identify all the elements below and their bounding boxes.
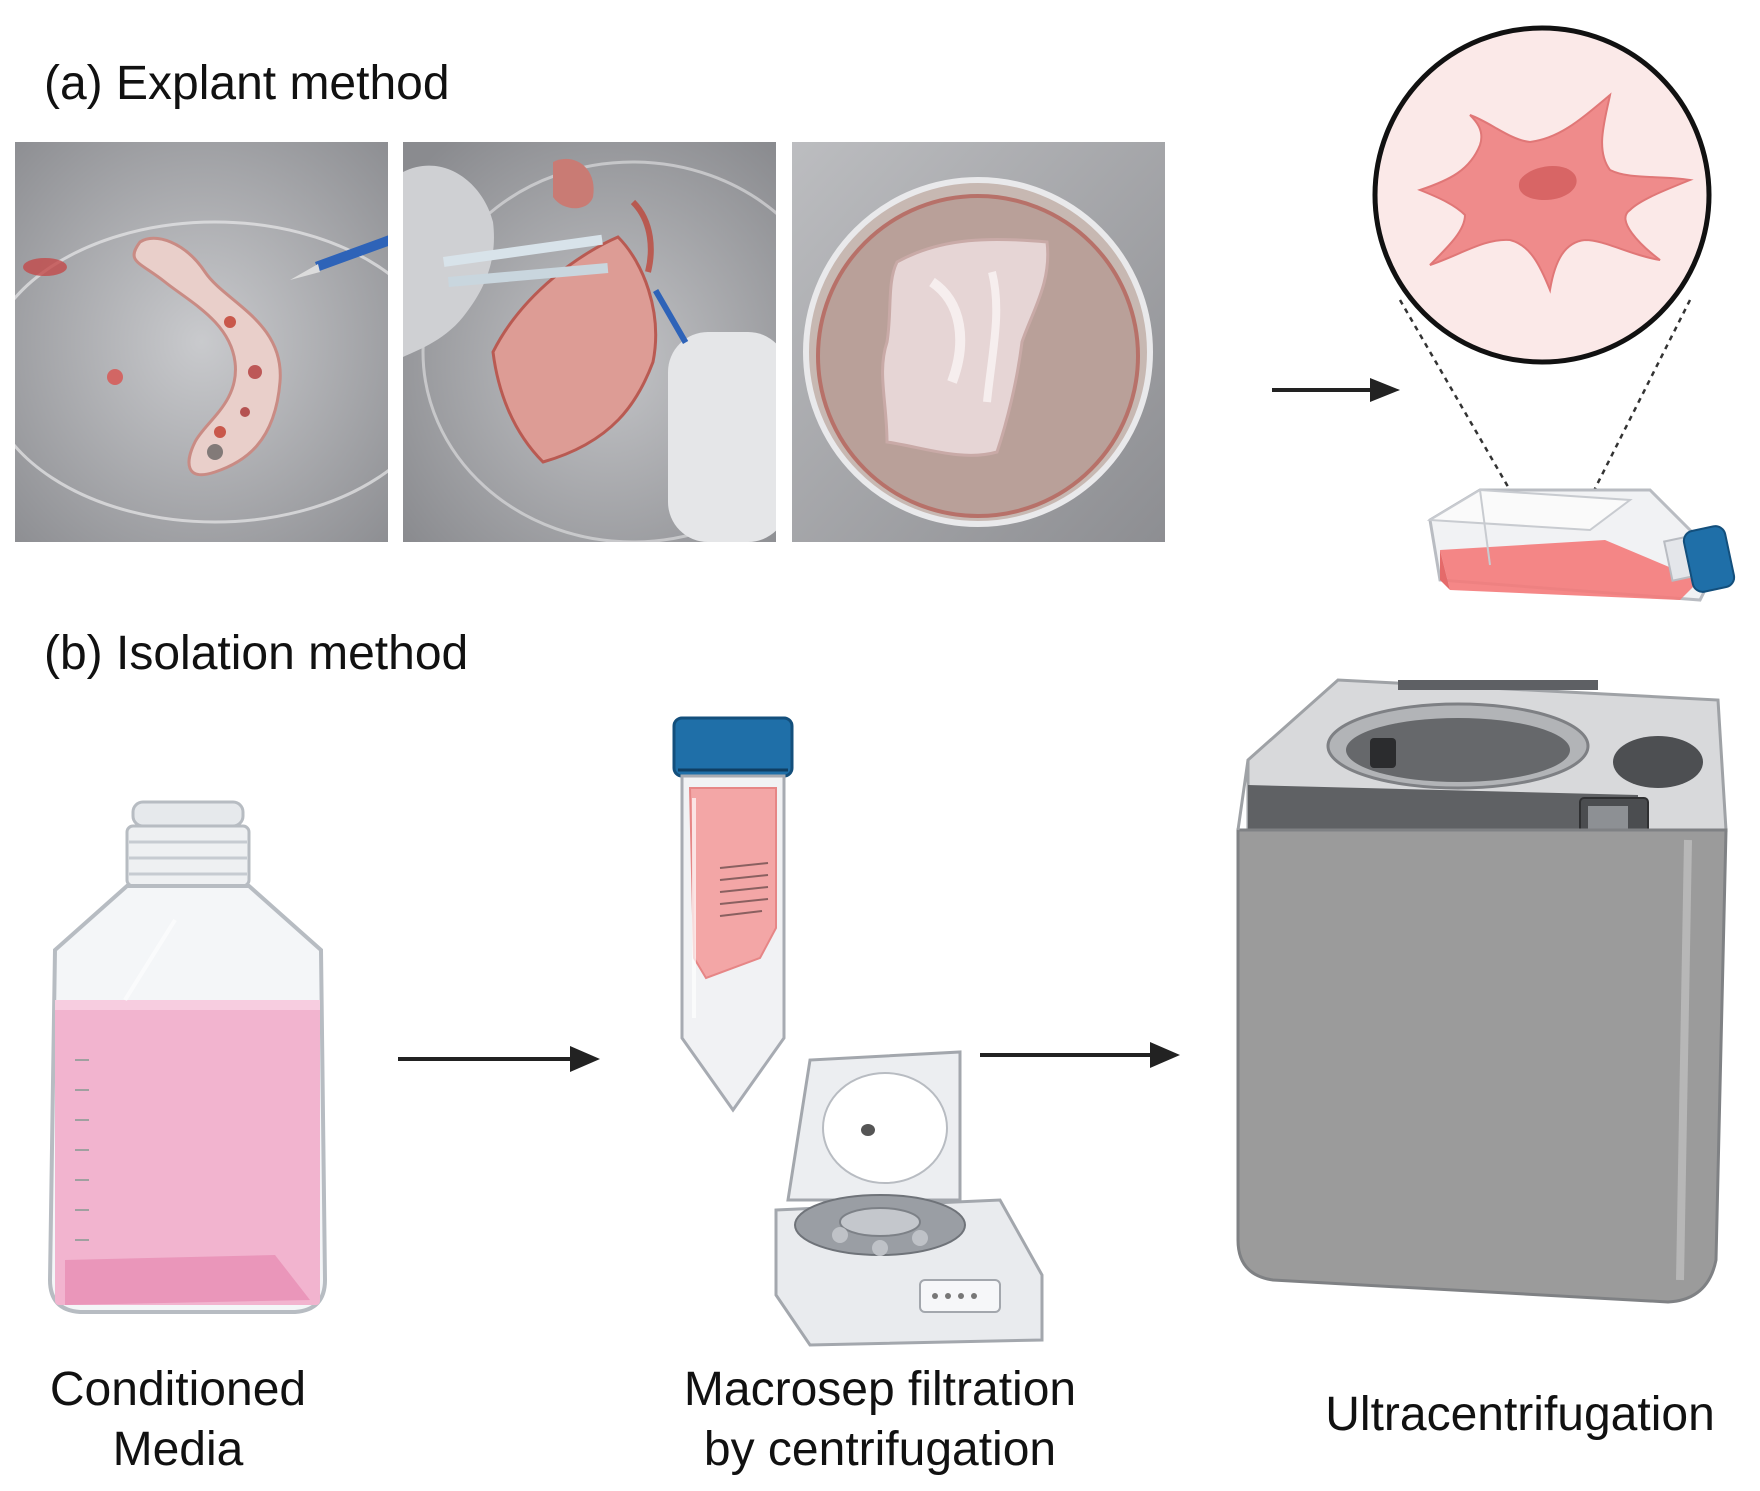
caption-ultracentrifugation: Ultracentrifugation <box>1290 1385 1750 1445</box>
benchtop-centrifuge <box>770 1050 1050 1350</box>
media-liquid <box>55 1000 320 1305</box>
explant-photo-intestine <box>15 142 388 542</box>
cell-nucleus <box>1518 165 1577 200</box>
panel-a-title: (a) Explant method <box>44 57 450 110</box>
arrow-to-flask <box>1272 376 1400 404</box>
caption-media-line1: Conditioned <box>49 1363 307 1416</box>
ultracentrifuge <box>1218 678 1738 1312</box>
caption-macrosep-line2: by centrifugation <box>703 1423 1057 1476</box>
explant-photo-petri-dish <box>792 142 1165 542</box>
conditioned-media-bottle <box>45 800 330 1320</box>
caption-macrosep-line1: Macrosep filtration <box>683 1363 1077 1416</box>
caption-ultra-line1: Ultracentrifugation <box>1325 1388 1715 1441</box>
caption-media-line2: Media <box>112 1423 244 1476</box>
panel-b-title: (b) Isolation method <box>44 627 469 680</box>
arrow-step-2 <box>980 1040 1180 1070</box>
caption-conditioned-media: Conditioned Media <box>18 1360 338 1480</box>
culture-flask <box>1426 488 1736 602</box>
explant-photo-dissection <box>403 142 776 542</box>
arrow-step-1 <box>398 1044 600 1074</box>
culture-flask-illustration <box>1370 25 1736 620</box>
flask-cap <box>1682 525 1736 593</box>
falcon-tube <box>672 716 794 1118</box>
tube-cap <box>672 716 794 778</box>
caption-macrosep-filtration: Macrosep filtration by centrifugation <box>640 1360 1120 1480</box>
